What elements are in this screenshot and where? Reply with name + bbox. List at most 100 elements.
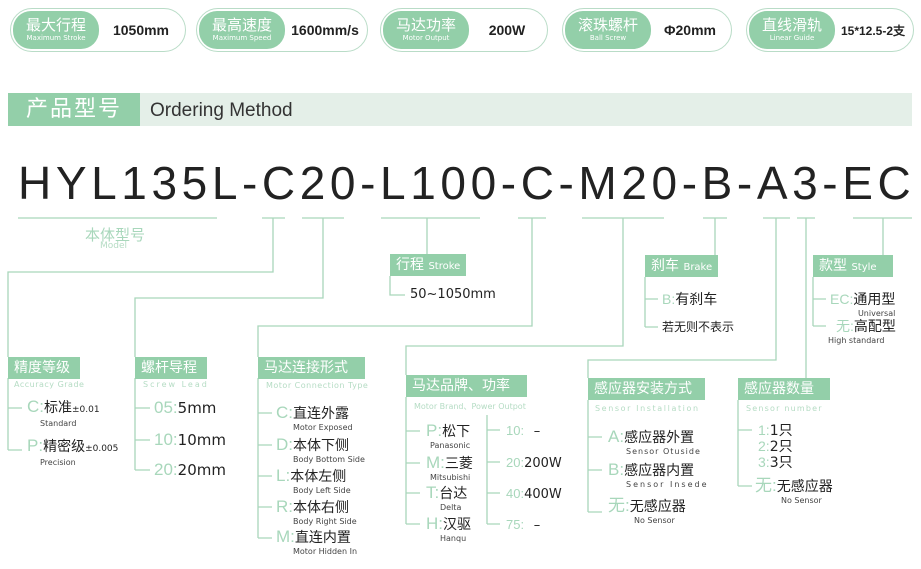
option-code: 1 xyxy=(758,422,766,438)
section-title-cn: 产品型号 xyxy=(8,93,140,126)
spec-value: 15*12.5-2支 xyxy=(840,23,906,38)
option-code: 3 xyxy=(758,454,766,470)
option-value: 无感应器 xyxy=(776,479,833,495)
option-value: 本体右侧 xyxy=(293,500,350,516)
option-value: 2只 xyxy=(769,439,793,455)
option-desc: Universal xyxy=(857,309,896,318)
option-desc: Precision xyxy=(40,458,76,467)
option-value: 汉驱 xyxy=(443,517,472,533)
spec-label: 马达功率 xyxy=(395,16,456,34)
model-label: 本体型号 xyxy=(85,226,146,244)
option-desc: Motor Exposed xyxy=(293,423,353,432)
option-code: B xyxy=(608,460,620,479)
option-desc: Standard xyxy=(40,419,77,428)
motor-en: Motor Brand、Power Outpot xyxy=(414,402,526,411)
option-code: R xyxy=(276,497,289,516)
style-en: Style xyxy=(851,262,877,273)
stroke-en: Stroke xyxy=(428,261,461,272)
option-value: 有刹车 xyxy=(675,292,718,308)
brake-box: 刹车 Brake xyxy=(645,255,719,277)
option-code: EC xyxy=(830,291,850,307)
option-value: 本体左侧 xyxy=(290,469,347,485)
brake-note: 若无则不表示 xyxy=(662,320,735,334)
option-code: C xyxy=(276,403,289,422)
option-desc: Panasonic xyxy=(430,441,471,450)
option-value: 无感应器 xyxy=(629,499,686,515)
option-code: 10 xyxy=(506,423,521,438)
lead-option: 10:10mm xyxy=(154,430,226,450)
brake-en: Brake xyxy=(683,262,713,273)
option-value: – xyxy=(533,518,541,533)
option-code: 05 xyxy=(154,398,173,417)
stroke-cn: 行程 xyxy=(396,257,424,273)
option-desc: Body Right Side xyxy=(293,517,357,526)
option-code: C xyxy=(27,397,40,416)
option-value: 本体下侧 xyxy=(293,438,350,454)
option-value: 直连内置 xyxy=(294,530,351,546)
option-code: 75 xyxy=(506,517,521,532)
option-code: M xyxy=(426,453,441,472)
option-value: 5mm xyxy=(177,399,217,417)
sensor-count-box: 感应器数量 xyxy=(738,378,830,400)
option-desc: High standard xyxy=(828,336,885,345)
option-tolerance: ±0.005 xyxy=(85,444,119,454)
option-desc: Hanqu xyxy=(440,534,467,543)
spec-value: 1050mm xyxy=(112,22,170,38)
spec-label: 滚珠螺杆 xyxy=(577,16,638,34)
option-desc: No Sensor xyxy=(781,496,822,505)
option-value: 1只 xyxy=(769,423,793,439)
option-desc: Body Bottom Side xyxy=(293,455,365,464)
option-code: 20 xyxy=(506,455,521,470)
spec-label-en: Motor Output xyxy=(402,34,450,42)
motor-power-option: 75: – xyxy=(506,517,541,533)
option-code: M xyxy=(276,527,291,546)
sensor-count-option: 1:1只 xyxy=(758,422,793,439)
lead-box: 螺杆导程 xyxy=(135,357,207,379)
option-value: 高配型 xyxy=(853,319,896,335)
option-code: 10 xyxy=(154,430,173,449)
brake-cn: 刹车 xyxy=(651,258,679,274)
option-value: 台达 xyxy=(439,486,468,502)
option-value: 通用型 xyxy=(853,292,896,308)
option-code: 40 xyxy=(506,486,521,501)
option-desc: Body Left Side xyxy=(293,486,351,495)
spec-value: 1600mm/s xyxy=(291,22,359,38)
option-code: T xyxy=(426,483,435,502)
spec-label: 最高速度 xyxy=(211,16,272,34)
option-value: 三菱 xyxy=(444,456,473,472)
spec-value: Φ20mm xyxy=(664,22,716,38)
spec-label-en: Maximum Stroke xyxy=(26,34,86,42)
spec-value: 200W xyxy=(488,22,526,38)
option-code: 无 xyxy=(755,476,772,495)
option-code: 20 xyxy=(154,460,173,479)
option-code: 2 xyxy=(758,438,766,454)
option-value: 松下 xyxy=(442,424,471,440)
connection-box: 马达连接形式 xyxy=(258,357,365,379)
lead-option: 20:20mm xyxy=(154,460,226,480)
motor-power-option: 10: – xyxy=(506,423,541,439)
motor-power-option: 40:400W xyxy=(506,486,562,502)
option-code: H xyxy=(426,514,439,533)
option-desc: Sensor Otuside xyxy=(626,447,701,456)
spec-label-en: Linear Guide xyxy=(769,34,815,42)
option-code: B xyxy=(662,291,672,307)
lead-en: Screw Lead xyxy=(143,380,209,389)
sensor-install-box: 感应器安装方式 xyxy=(588,378,705,400)
option-value: 感应器外置 xyxy=(624,430,695,446)
